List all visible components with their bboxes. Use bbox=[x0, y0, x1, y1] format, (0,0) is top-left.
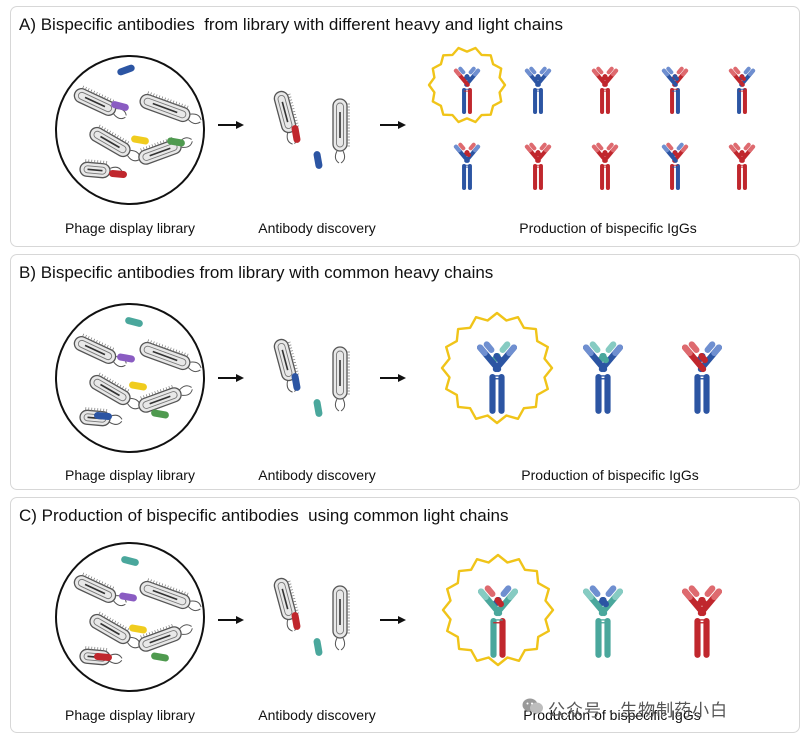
right-arrow-icon bbox=[380, 121, 406, 129]
panel-a-caption-production: Production of bispecific IgGs bbox=[519, 220, 697, 236]
right-arrow-icon bbox=[218, 374, 244, 382]
phage-particle-icon bbox=[273, 577, 300, 632]
fab-fragment-icon bbox=[117, 353, 135, 363]
phage-particle-icon bbox=[273, 338, 300, 393]
igg-antibody-icon bbox=[728, 142, 756, 191]
igg-antibody-icon bbox=[681, 341, 723, 414]
phage-particle-icon bbox=[73, 85, 127, 120]
phage-particle-icon bbox=[139, 91, 202, 125]
igg-antibody-icon bbox=[453, 142, 481, 191]
starburst-highlight-icon bbox=[427, 46, 507, 124]
fab-fragment-icon bbox=[291, 612, 301, 630]
phage-particle-icon bbox=[89, 372, 141, 410]
igg-antibody-icon bbox=[681, 585, 723, 658]
igg-antibody-icon bbox=[582, 341, 624, 414]
phage-library-circle bbox=[55, 55, 205, 205]
phage-library-circle bbox=[55, 303, 205, 453]
right-arrow-icon bbox=[218, 121, 244, 129]
right-arrow-icon bbox=[218, 616, 244, 624]
fab-fragment-icon bbox=[291, 125, 301, 143]
panel-a-caption-library: Phage display library bbox=[65, 220, 195, 236]
panel-a-title: A) Bispecific antibodies from library wi… bbox=[19, 15, 563, 34]
phage-particle-icon bbox=[138, 137, 193, 165]
fab-fragment-icon bbox=[313, 399, 323, 417]
panel-c-caption-production: Production of bispecific IgGs bbox=[523, 707, 701, 723]
fab-fragment-icon bbox=[117, 64, 135, 76]
fab-fragment-icon bbox=[111, 101, 129, 111]
phage-particle-icon bbox=[139, 578, 202, 612]
phage-library-circle bbox=[55, 542, 205, 692]
fab-fragment-icon bbox=[167, 137, 185, 147]
fab-fragment-icon bbox=[109, 170, 127, 178]
igg-antibody-icon bbox=[524, 66, 552, 115]
igg-antibody-icon bbox=[661, 142, 689, 191]
panel-c-caption-discovery: Antibody discovery bbox=[258, 707, 376, 723]
antibody-discovery-group bbox=[273, 90, 350, 169]
right-arrow-icon bbox=[380, 374, 406, 382]
panel-c-title: C) Production of bispecific antibodies u… bbox=[19, 506, 509, 525]
starburst-highlight-icon bbox=[441, 553, 555, 667]
wechat-icon bbox=[522, 698, 543, 714]
fab-fragment-icon bbox=[291, 373, 301, 391]
fab-fragment-icon bbox=[125, 317, 143, 327]
fab-fragment-icon bbox=[313, 638, 323, 656]
igg-antibody-icon bbox=[582, 585, 624, 658]
panel-b-title: B) Bispecific antibodies from library wi… bbox=[19, 263, 494, 282]
phage-particle-icon bbox=[89, 611, 141, 649]
fab-fragment-icon bbox=[94, 653, 112, 661]
panel-b-caption-production: Production of bispecific IgGs bbox=[521, 467, 699, 483]
panel-b-caption-library: Phage display library bbox=[65, 467, 195, 483]
watermark-text: 公众号 · 生物制药小白 bbox=[548, 701, 729, 720]
panel-c-caption-library: Phage display library bbox=[65, 707, 195, 723]
fab-fragment-icon bbox=[119, 592, 137, 602]
igg-antibody-icon bbox=[728, 66, 756, 115]
igg-antibody-icon bbox=[524, 142, 552, 191]
panel-a-caption-discovery: Antibody discovery bbox=[258, 220, 376, 236]
fab-fragment-icon bbox=[94, 412, 112, 420]
antibody-discovery-group bbox=[273, 577, 350, 656]
igg-antibody-icon bbox=[591, 66, 619, 115]
phage-particle-icon bbox=[332, 585, 350, 651]
igg-antibody-icon bbox=[477, 585, 519, 658]
panel-b-caption-discovery: Antibody discovery bbox=[258, 467, 376, 483]
phage-particle-icon bbox=[73, 572, 127, 607]
phage-particle-icon bbox=[139, 339, 202, 373]
igg-antibody-icon bbox=[661, 66, 689, 115]
antibody-discovery-group bbox=[273, 338, 350, 417]
fab-fragment-icon bbox=[313, 151, 323, 169]
phage-particle-icon bbox=[332, 346, 350, 412]
phage-particle-icon bbox=[332, 98, 350, 164]
fab-fragment-icon bbox=[151, 652, 169, 662]
fab-fragment-icon bbox=[129, 381, 147, 391]
igg-antibody-icon bbox=[591, 142, 619, 191]
igg-antibody-icon bbox=[453, 66, 481, 115]
starburst-highlight-icon bbox=[440, 311, 554, 425]
right-arrow-icon bbox=[380, 616, 406, 624]
panel-c: C) Production of bispecific antibodies u… bbox=[10, 497, 800, 733]
phage-particle-icon bbox=[138, 385, 193, 413]
fab-fragment-icon bbox=[121, 556, 139, 566]
fab-fragment-icon bbox=[129, 624, 147, 634]
phage-particle-icon bbox=[273, 90, 300, 145]
phage-particle-icon bbox=[89, 124, 141, 162]
fab-fragment-icon bbox=[131, 135, 149, 145]
igg-antibody-icon bbox=[476, 341, 518, 414]
fab-fragment-icon bbox=[151, 409, 169, 419]
phage-particle-icon bbox=[138, 624, 193, 652]
